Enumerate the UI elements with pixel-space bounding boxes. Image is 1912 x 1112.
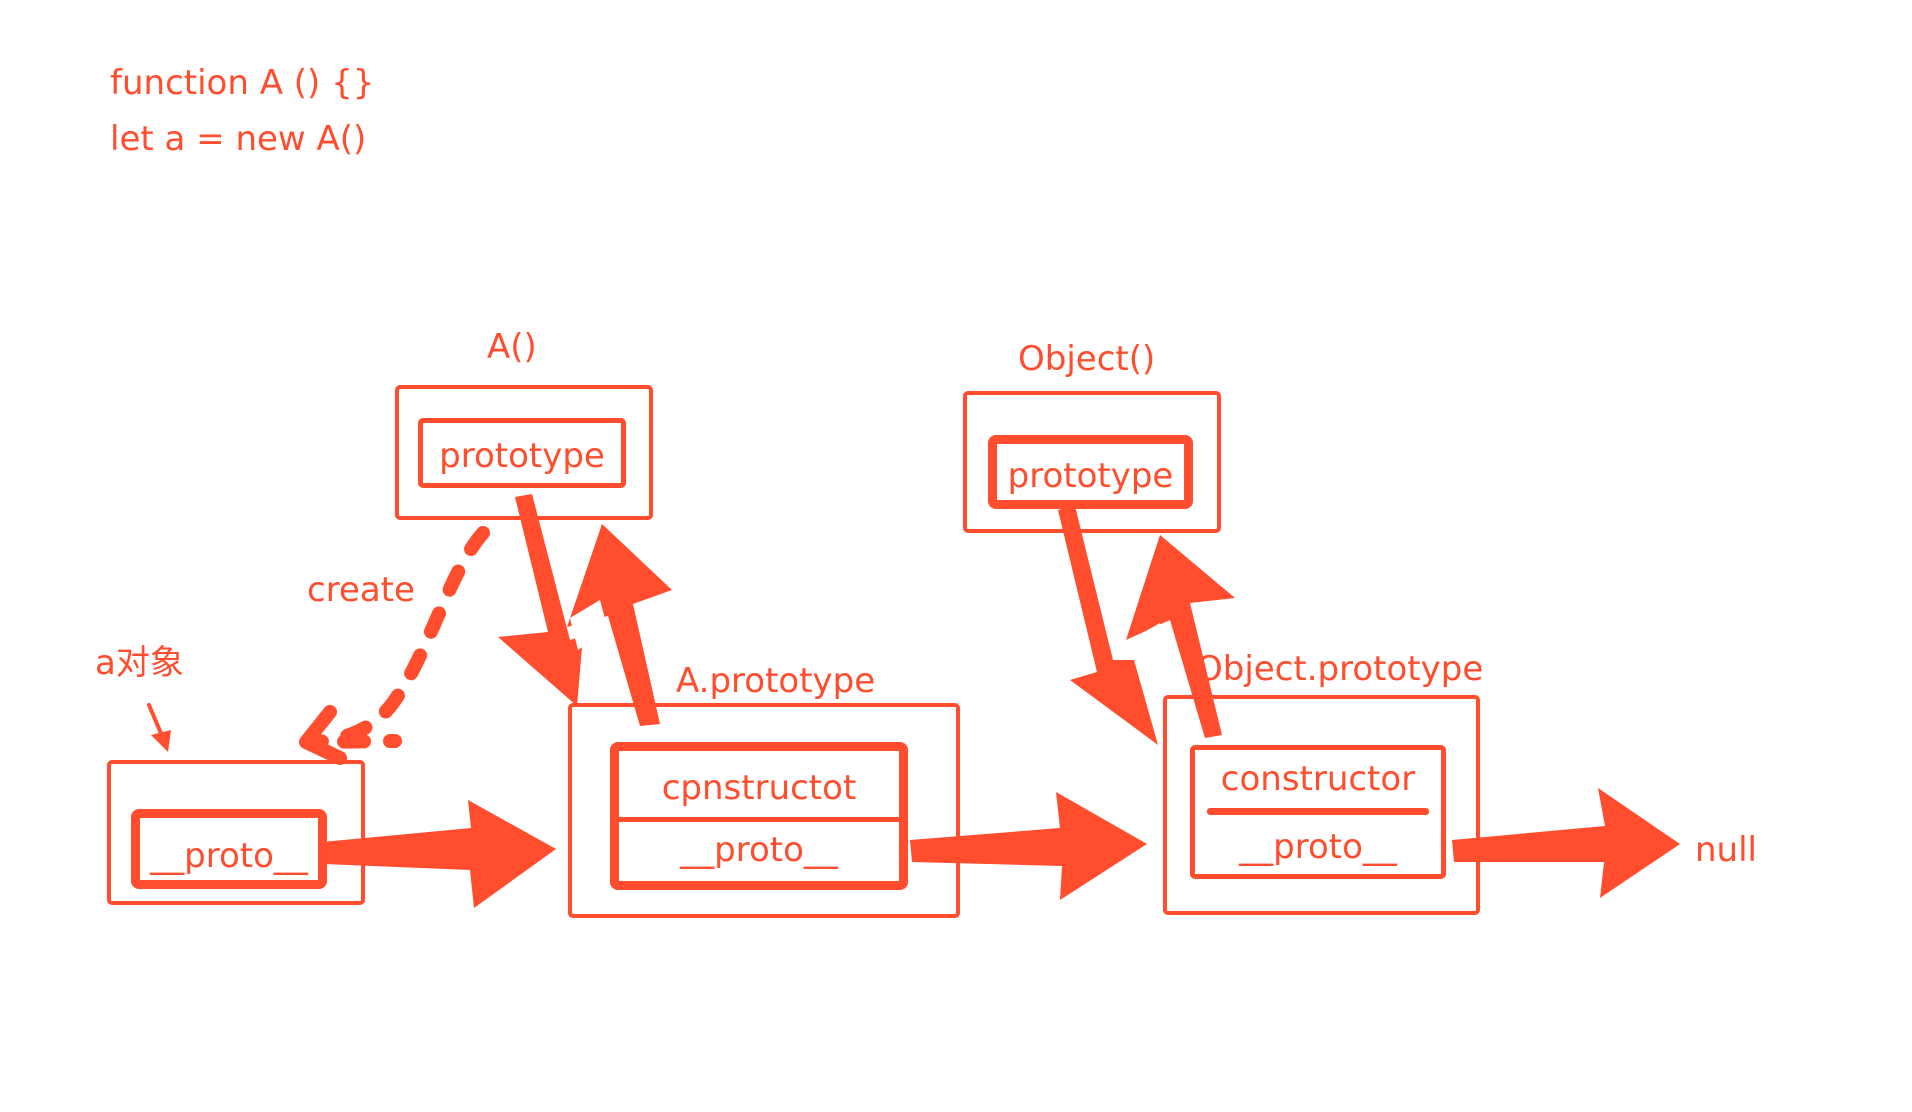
node-a-function-prototype-label: prototype xyxy=(439,436,605,476)
node-a-function-prototype-slot: prototype xyxy=(418,418,626,488)
node-a-function-title: A() xyxy=(487,327,537,367)
node-object-prototype-divider xyxy=(1207,808,1429,815)
node-a-object: __proto__ xyxy=(107,760,365,905)
edge-create-label: create xyxy=(307,570,415,610)
code-line-2: let a = new A() xyxy=(110,119,367,159)
arrow-create-dashed xyxy=(299,526,490,765)
code-line-1: function A () {} xyxy=(110,63,375,103)
node-a-prototype-title: A.prototype xyxy=(676,661,876,701)
arrow-object-prototype-constructor-to-object-function xyxy=(1126,535,1235,738)
arrow-a-prototype-constructor-to-a-function xyxy=(567,524,672,726)
node-object-function-prototype-label: prototype xyxy=(1007,456,1174,496)
node-a-prototype-constructor-label: cpnstructot xyxy=(661,768,857,808)
arrow-a-function-to-a-prototype xyxy=(498,494,583,706)
node-a-prototype-inner: cpnstructot __proto__ xyxy=(610,742,908,890)
arrow-a-proto-to-a-prototype xyxy=(322,800,556,908)
arrow-object-prototype-proto-to-null xyxy=(1452,788,1680,898)
arrow-object-function-to-object-prototype xyxy=(1058,506,1158,745)
node-object-function: prototype xyxy=(963,391,1221,533)
node-object-prototype-title: Object.prototype xyxy=(1196,649,1484,689)
arrow-a-prototype-proto-to-object-prototype xyxy=(910,792,1147,900)
node-object-prototype-constructor-label: constructor xyxy=(1220,759,1416,799)
node-object-prototype-inner: constructor __proto__ xyxy=(1190,745,1446,879)
node-a-object-proto-label: __proto__ xyxy=(150,836,308,876)
node-object-function-title: Object() xyxy=(1018,339,1156,379)
node-object-function-prototype-slot: prototype xyxy=(988,435,1193,509)
node-a-prototype-divider xyxy=(619,817,899,822)
node-a-object-proto-slot: __proto__ xyxy=(131,809,327,889)
node-null-label: null xyxy=(1695,830,1757,870)
node-object-prototype-proto-label: __proto__ xyxy=(1239,827,1397,867)
arrow-a-object-pointer xyxy=(147,703,171,752)
node-a-object-title: a对象 xyxy=(95,643,184,683)
node-a-prototype-proto-label: __proto__ xyxy=(680,830,838,870)
node-object-prototype: constructor __proto__ xyxy=(1163,695,1480,915)
node-a-prototype: cpnstructot __proto__ xyxy=(568,703,960,918)
